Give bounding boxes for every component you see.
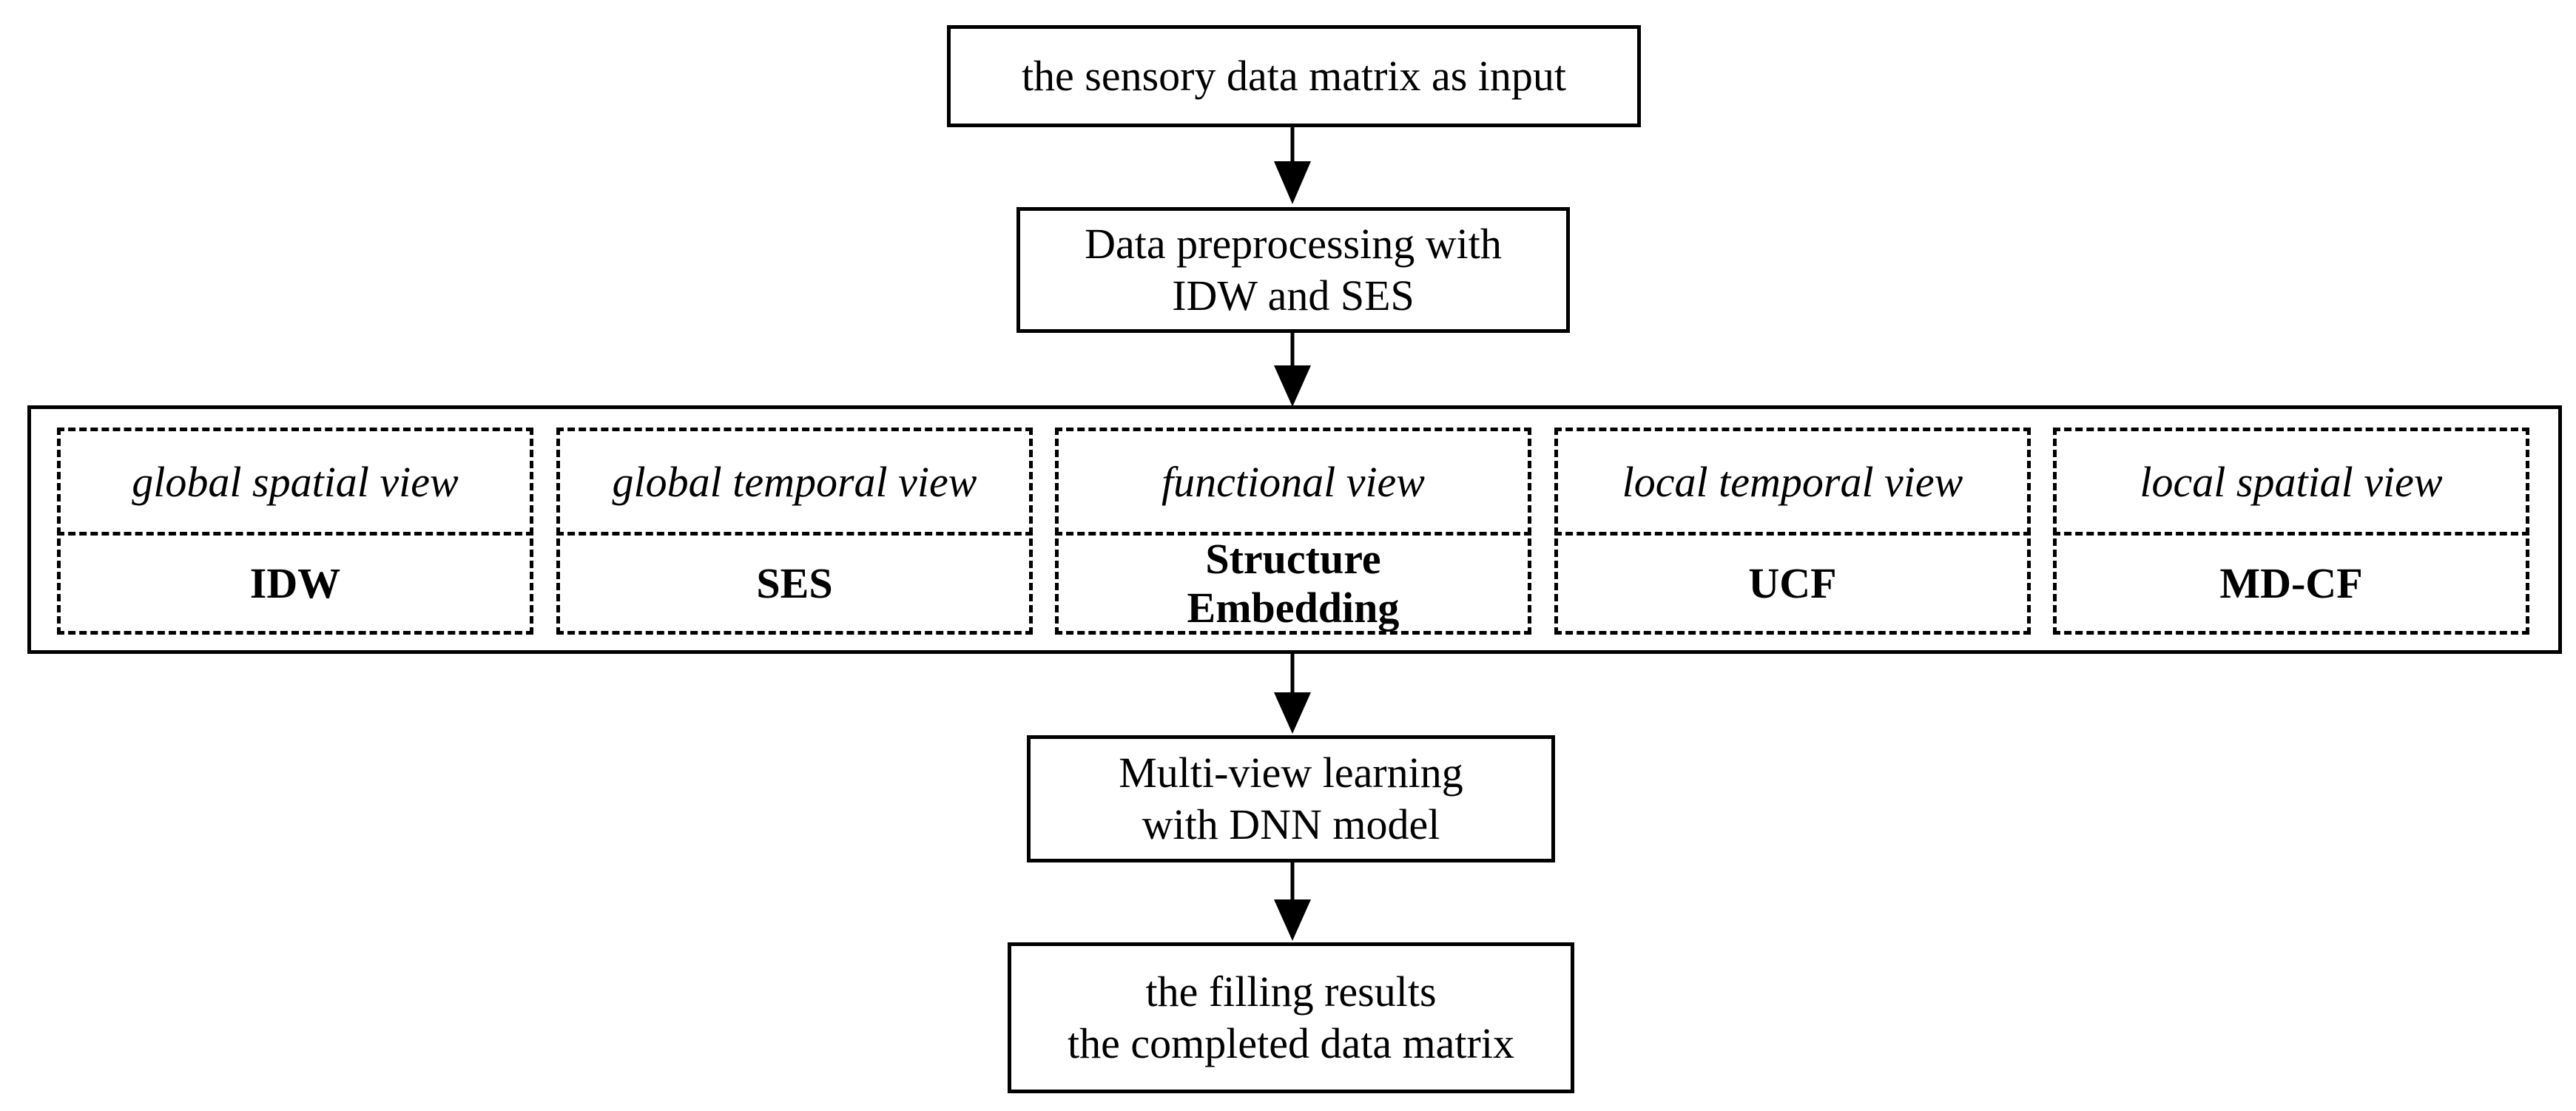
view-name: local temporal view bbox=[1622, 457, 1963, 506]
view-name: global temporal view bbox=[612, 457, 977, 506]
output-box: the filling results the completed data m… bbox=[1008, 942, 1574, 1093]
preprocessing-label-line2: IDW and SES bbox=[1172, 271, 1415, 320]
views-container bbox=[27, 405, 2562, 654]
preprocessing-label-line1: Data preprocessing with bbox=[1085, 220, 1502, 268]
view-divider bbox=[1554, 532, 2031, 536]
view-method-line2: Embedding bbox=[1187, 583, 1400, 632]
output-label-line1: the filling results bbox=[1145, 968, 1437, 1016]
output-label-line2: the completed data matrix bbox=[1068, 1019, 1514, 1067]
view-functional: functional view Structure Embedding bbox=[1055, 428, 1531, 635]
view-local-temporal: local temporal view UCF bbox=[1554, 428, 2031, 635]
learning-label-line2: with DNN model bbox=[1142, 800, 1440, 848]
learning-box: Multi-view learning with DNN model bbox=[1027, 735, 1555, 862]
view-method: SES bbox=[756, 558, 833, 607]
view-name: global spatial view bbox=[132, 457, 459, 506]
view-global-temporal: global temporal view SES bbox=[556, 428, 1033, 635]
view-divider bbox=[57, 532, 533, 536]
arrow-views-to-learning-head bbox=[1274, 692, 1311, 734]
view-global-spatial: global spatial view IDW bbox=[57, 428, 533, 635]
view-method: IDW bbox=[249, 558, 341, 607]
input-label: the sensory data matrix as input bbox=[1021, 52, 1567, 100]
arrow-preprocess-to-views-head bbox=[1274, 365, 1311, 407]
view-name: functional view bbox=[1161, 457, 1425, 506]
view-method: UCF bbox=[1748, 558, 1837, 607]
preprocessing-box: Data preprocessing with IDW and SES bbox=[1016, 207, 1570, 333]
view-name: local spatial view bbox=[2140, 457, 2443, 506]
view-method: MD-CF bbox=[2219, 558, 2363, 607]
input-box: the sensory data matrix as input bbox=[947, 25, 1641, 127]
view-method: Structure Embedding bbox=[1059, 534, 1528, 632]
view-divider bbox=[1055, 532, 1531, 536]
view-divider bbox=[2053, 532, 2529, 536]
arrow-learning-to-output-head bbox=[1274, 899, 1311, 941]
view-local-spatial: local spatial view MD-CF bbox=[2053, 428, 2529, 635]
view-method-line1: Structure bbox=[1205, 534, 1381, 583]
arrow-input-to-preprocess-head bbox=[1274, 161, 1311, 204]
view-divider bbox=[556, 532, 1033, 536]
learning-label-line1: Multi-view learning bbox=[1119, 749, 1463, 797]
